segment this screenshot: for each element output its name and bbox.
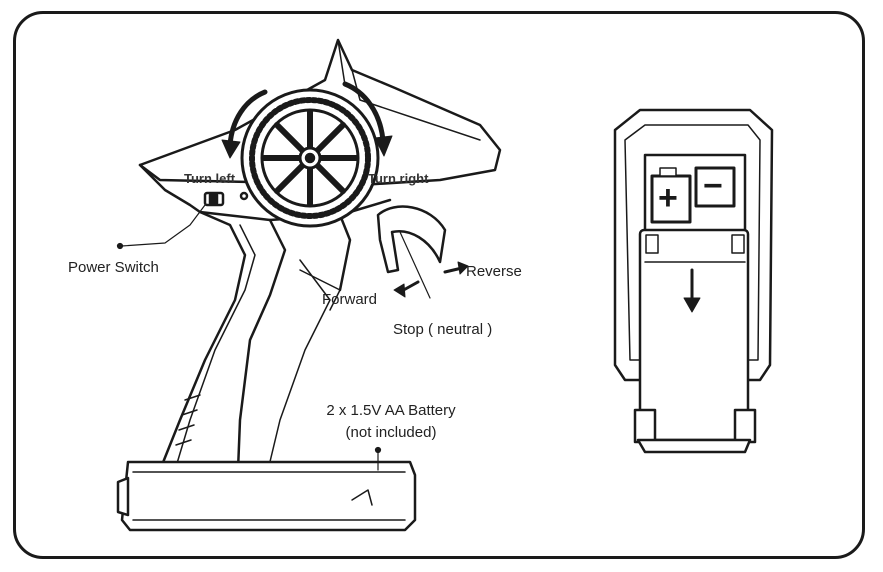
battery-label-line2: (not included) <box>345 424 437 441</box>
turn-right-label: Turn right <box>368 171 429 186</box>
battery-cover <box>613 108 774 454</box>
power-switch-label: Power Switch <box>68 259 159 276</box>
battery-plus-sign: + <box>658 179 678 217</box>
steering-wheel <box>240 88 380 228</box>
reverse-label: Reverse <box>466 263 522 280</box>
forward-label: Forward <box>322 291 378 308</box>
trigger-arrows <box>393 261 469 298</box>
battery-compartment <box>116 460 417 532</box>
turn-left-label: Turn left <box>184 171 236 186</box>
turn-arrows <box>221 81 393 159</box>
battery-minus-sign: − <box>703 167 723 205</box>
stop-neutral-label: Stop ( neutral ) <box>393 321 493 338</box>
battery-label-line1: 2 x 1.5V AA Battery <box>326 402 456 419</box>
leader-lines <box>116 204 431 471</box>
